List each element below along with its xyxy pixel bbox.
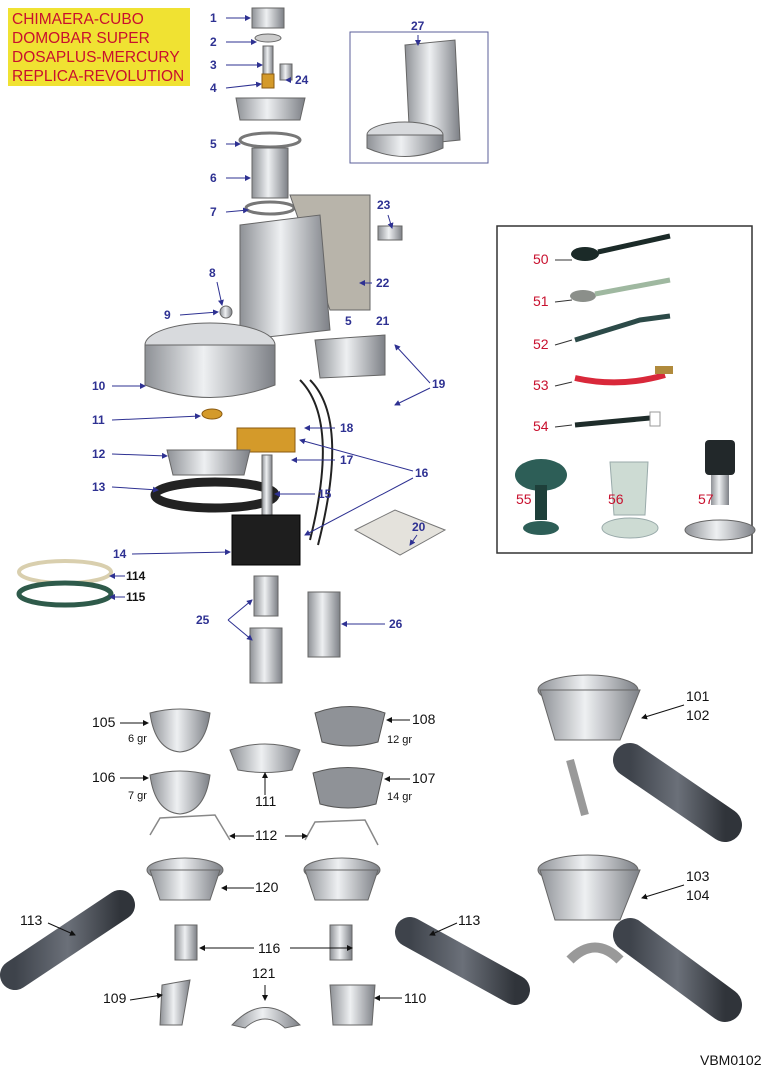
part-label: 24 (295, 73, 309, 87)
part-label: 3 (210, 58, 217, 72)
part-label: 114 (126, 569, 146, 583)
part-label: 22 (376, 276, 390, 290)
grinder-head-parts (16, 7, 447, 684)
part-label: 18 (340, 421, 354, 435)
part-label: 102 (686, 707, 710, 723)
basket-size: 12 gr (387, 734, 413, 746)
part-label: 21 (376, 314, 390, 328)
assembled-grinder-27 (366, 39, 461, 157)
part-label: 1 (210, 11, 217, 25)
part-label: 8 (209, 266, 216, 280)
part-label: 121 (252, 965, 276, 981)
accessory-label: 53 (533, 377, 549, 393)
part-label: 109 (103, 990, 127, 1006)
drawing-code: VBM0102 (700, 1052, 762, 1068)
part-label: 113 (20, 912, 43, 928)
model-name: DOMOBAR SUPER (12, 30, 150, 47)
part-label: 20 (412, 520, 426, 534)
part-label: 14 (113, 547, 127, 561)
part-label: 104 (686, 887, 710, 903)
accessory-label: 51 (533, 293, 549, 309)
part-label: 5 (210, 137, 217, 151)
part-label: 2 (210, 35, 217, 49)
part-label: 19 (432, 377, 446, 391)
part-label: 120 (255, 879, 279, 895)
compatible-models-banner: CHIMAERA-CUBO DOMOBAR SUPER DOSAPLUS-MER… (8, 8, 190, 86)
accessory-label: 50 (533, 251, 549, 267)
part-label: 115 (126, 590, 146, 604)
part-label: 15 (318, 487, 332, 501)
part-label: 111 (255, 793, 277, 809)
accessory-label: 52 (533, 336, 549, 352)
accessory-label: 56 (608, 491, 624, 507)
model-name: DOSAPLUS-MERCURY (12, 49, 180, 66)
part-label: 10 (92, 379, 106, 393)
part-label: 16 (415, 466, 429, 480)
part-label: 12 (92, 447, 106, 461)
leader-lines-red (554, 259, 573, 428)
part-label: 4 (210, 81, 217, 95)
part-label: 105 (92, 714, 116, 730)
inset-frame-27 (349, 31, 489, 164)
part-label: 106 (92, 769, 116, 785)
basket-size: 7 gr (128, 790, 147, 802)
part-label: 9 (164, 308, 171, 322)
part-label: 27 (411, 19, 425, 33)
part-label: 113 (458, 912, 481, 928)
part-label: 25 (196, 613, 210, 627)
part-label: 13 (92, 480, 106, 494)
part-label: 101 (686, 688, 710, 704)
portafilters (0, 674, 742, 1029)
basket-size: 6 gr (128, 733, 147, 745)
part-label: 26 (389, 617, 403, 631)
model-name: CHIMAERA-CUBO (12, 11, 144, 28)
accessories-frame (496, 225, 753, 554)
leader-lines (109, 15, 431, 641)
accessory-label: 54 (533, 418, 549, 434)
accessory-label: 57 (698, 491, 714, 507)
part-label: 5 (345, 314, 352, 328)
part-label: 7 (210, 205, 217, 219)
part-label: 110 (404, 990, 427, 1006)
part-label: 6 (210, 171, 217, 185)
part-label: 108 (412, 711, 436, 727)
accessories (515, 233, 756, 541)
part-label: 116 (258, 940, 281, 956)
part-label: 23 (377, 198, 391, 212)
accessory-label: 55 (516, 491, 532, 507)
part-label: 107 (412, 770, 436, 786)
leader-lines-black (47, 704, 685, 1001)
filter-baskets (149, 706, 386, 846)
part-label: 103 (686, 868, 710, 884)
model-name: REPLICA-REVOLUTION (12, 68, 185, 85)
basket-size: 14 gr (387, 791, 413, 803)
part-label: 11 (92, 413, 105, 427)
part-label: 112 (255, 827, 278, 843)
part-label: 17 (340, 453, 354, 467)
